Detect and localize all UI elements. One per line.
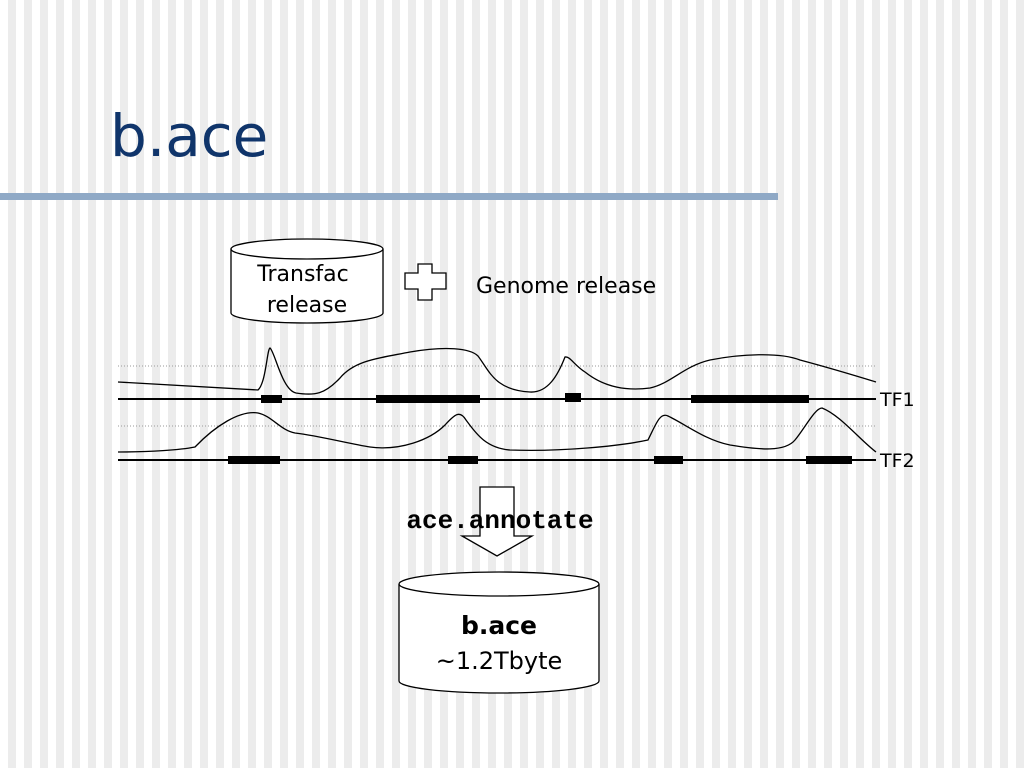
output-name: b.ace <box>461 611 537 640</box>
tf1-binding-site <box>376 395 480 403</box>
process-label: ace.annotate <box>406 506 593 536</box>
output-size: ~1.2Tbyte <box>436 647 563 675</box>
output-database-top <box>398 571 600 597</box>
tf1-score-curve <box>117 347 877 395</box>
tf2-binding-site <box>806 456 852 464</box>
genome-release-label: Genome release <box>476 274 656 299</box>
tf2-score-curve <box>117 407 877 453</box>
tf1-binding-site <box>565 393 581 402</box>
tf2-binding-site <box>448 456 478 464</box>
tf2-label: TF2 <box>879 450 915 472</box>
tf1-binding-site <box>261 395 282 403</box>
tf1-label: TF1 <box>879 389 915 411</box>
transfac-database: Transfac release <box>230 238 384 324</box>
output-database: b.ace ~1.2Tbyte <box>398 571 600 694</box>
tf2-binding-site <box>228 456 280 464</box>
tf1-track: TF1 <box>117 347 915 411</box>
transfac-label-line2: release <box>267 293 347 318</box>
slide-title: b.ace <box>110 102 269 170</box>
tf2-track: TF2 <box>117 407 915 472</box>
transfac-database-top <box>230 238 384 260</box>
title-underline <box>0 193 778 200</box>
transfac-label-line1: Transfac <box>256 262 348 287</box>
down-arrow-icon <box>459 486 535 557</box>
tf2-binding-site <box>654 456 683 464</box>
tf1-binding-site <box>691 395 809 403</box>
plus-icon <box>404 263 447 301</box>
